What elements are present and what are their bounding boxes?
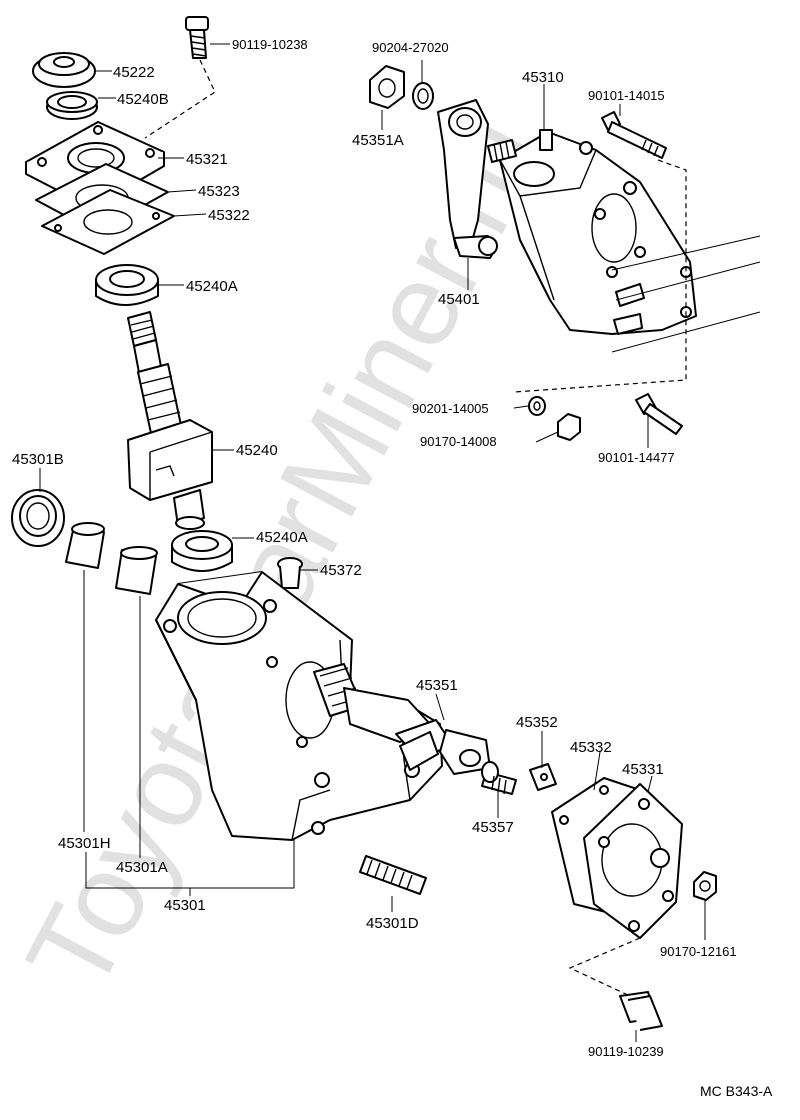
label-45301A: 45301A	[116, 859, 168, 876]
label-45351: 45351	[416, 677, 458, 694]
label-45301: 45301	[164, 897, 206, 914]
label-90204-27020: 90204-27020	[372, 40, 449, 55]
label-45352: 45352	[516, 714, 558, 731]
diagram-code: MC B343-A	[700, 1083, 773, 1099]
label-90101-14477: 90101-14477	[598, 450, 675, 465]
bearing-45240B	[46, 91, 98, 120]
dust-seal-45222	[32, 52, 96, 88]
label-45357: 45357	[472, 819, 514, 836]
leader-dashed-bolt-top	[144, 59, 216, 139]
bushing-45301A	[115, 546, 158, 595]
label-45240A-upper: 45240A	[186, 278, 238, 295]
bolt-90101-14477	[635, 393, 683, 435]
label-90170-14008: 90170-14008	[420, 434, 497, 449]
label-45332: 45332	[570, 739, 612, 756]
label-45301D: 45301D	[366, 915, 419, 932]
label-90170-12161: 90170-12161	[660, 944, 737, 959]
lock-washer-90204-27020	[412, 82, 434, 110]
label-90119-10239: 90119-10239	[588, 1044, 664, 1059]
label-45331: 45331	[622, 761, 664, 778]
plug-45372	[277, 557, 303, 589]
bolt-90119-10238	[185, 16, 209, 59]
bearing-45240A-lower	[171, 530, 233, 572]
adjusting-screw-45357	[481, 761, 517, 795]
nut-90170-14008	[557, 413, 581, 441]
label-45321: 45321	[186, 151, 228, 168]
label-45240A-lower: 45240A	[256, 529, 308, 546]
pitman-arm-45401	[437, 99, 498, 259]
label-45322: 45322	[208, 207, 250, 224]
gear-housing-45301	[155, 571, 443, 841]
steering-gear-assembly-45310	[487, 129, 697, 335]
label-90201-14005: 90201-14005	[412, 401, 489, 416]
label-45222: 45222	[113, 64, 155, 81]
lock-plate-45352	[529, 763, 557, 791]
label-45301B: 45301B	[12, 451, 64, 468]
side-cover-45331	[583, 783, 683, 939]
label-45323: 45323	[198, 183, 240, 200]
label-45240B: 45240B	[117, 91, 169, 108]
nut-45351A	[369, 65, 405, 109]
label-45372: 45372	[320, 562, 362, 579]
label-90101-14015: 90101-14015	[588, 88, 665, 103]
oil-seal-45301B	[11, 489, 65, 547]
stud-bolt-45301D	[359, 855, 427, 895]
worm-shaft-45240	[127, 311, 213, 530]
label-45301H: 45301H	[58, 835, 111, 852]
leader-dashed-bottom-bolt	[568, 937, 641, 997]
mount-line-2	[615, 261, 761, 301]
label-90119-10238: 90119-10238	[232, 37, 308, 52]
bolt-90119-10239	[619, 991, 663, 1031]
nut-90170-12161	[693, 871, 717, 901]
sector-shaft-45351	[313, 663, 491, 775]
bushing-45301H	[65, 522, 105, 569]
leader-dashed-right	[513, 159, 687, 393]
leader-lines	[39, 43, 706, 1042]
label-45401: 45401	[438, 291, 480, 308]
label-45351A: 45351A	[352, 132, 404, 149]
label-45310: 45310	[522, 69, 564, 86]
label-45240: 45240	[236, 442, 278, 459]
bolt-90101-14015	[601, 111, 667, 159]
washer-90201-14005	[528, 396, 546, 416]
bearing-45240A-upper	[95, 264, 159, 306]
